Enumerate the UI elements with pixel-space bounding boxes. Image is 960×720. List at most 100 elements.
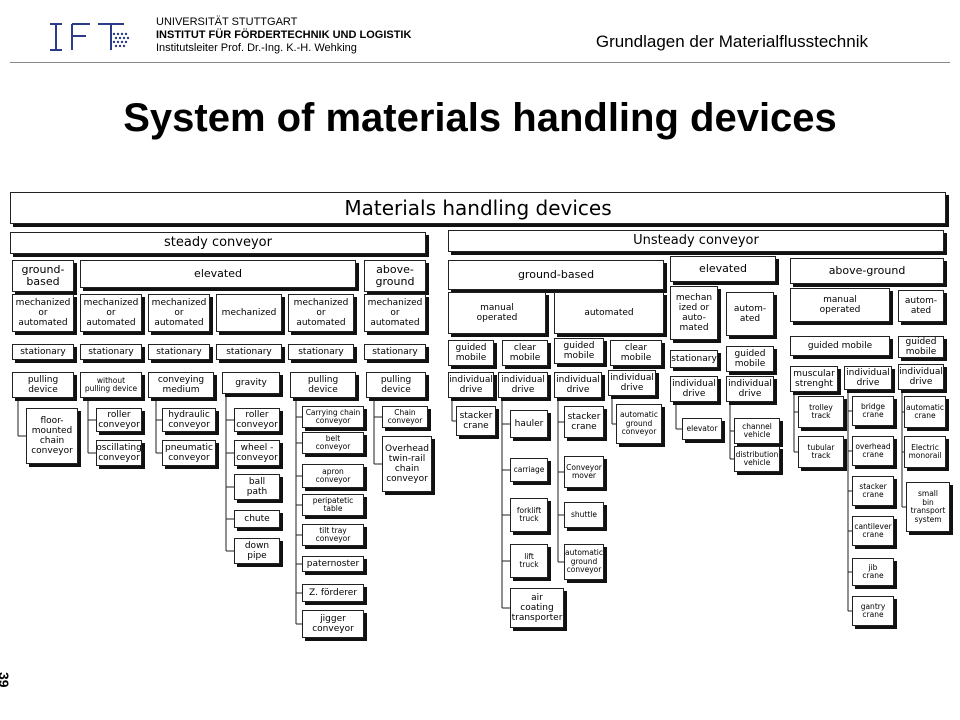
ue-r-1: distribution vehicle — [734, 446, 780, 472]
root-box: Materials handling devices — [10, 192, 946, 224]
stype-5: pulling device — [290, 372, 356, 398]
sd-3: mechanized or automated — [148, 294, 210, 332]
ug-mode-3: guided mobile — [554, 338, 604, 364]
ug-mode-4: clear mobile — [610, 340, 662, 366]
c5-4: tilt tray conveyor — [302, 524, 364, 546]
ue-guided: guided mobile — [726, 346, 774, 372]
ue-r-0: channel vehicle — [734, 418, 780, 444]
page-number: 39 — [0, 672, 12, 688]
st-5: stationary — [288, 344, 354, 360]
ua3-0: automatic crane — [904, 396, 946, 428]
sd-5: mechanized or automated — [288, 294, 354, 332]
stype-2: without pulling device — [80, 372, 142, 398]
ug-mode-2: clear mobile — [502, 340, 548, 366]
sg-above-ground: above- ground — [364, 260, 426, 292]
c5-0: Carrying chain conveyor — [302, 406, 364, 428]
ug-ind-3: individual drive — [554, 372, 602, 398]
st-1: stationary — [12, 344, 74, 360]
ua-manual: manual operated — [790, 288, 890, 322]
ug-group: ground-based — [448, 260, 664, 290]
ua3-1: Electric monorail — [904, 436, 946, 468]
c4-2: ball path — [234, 474, 280, 500]
c1-0: floor- mounted chain conveyor — [26, 408, 78, 464]
stype-3: conveying medium — [148, 372, 214, 398]
stype-1: pulling device — [12, 372, 74, 398]
ug4-0: automatic ground conveyor — [616, 404, 662, 444]
c2-0: roller conveyor — [96, 408, 142, 432]
sd-4: mechanized — [216, 294, 282, 332]
ue-group: elevated — [670, 256, 776, 282]
c5-6: Z. förderer — [302, 584, 364, 602]
ua-automated: autom- ated — [898, 290, 944, 322]
ue-l-0: elevator — [682, 418, 722, 440]
c5-2: apron conveyor — [302, 464, 364, 488]
ug2-1: carriage — [510, 458, 548, 482]
ift-logo — [44, 20, 136, 54]
ug2-0: hauler — [510, 410, 548, 438]
ug-mode-1: guided mobile — [448, 340, 494, 366]
st-2: stationary — [80, 344, 142, 360]
st-6: stationary — [364, 344, 426, 360]
c3-0: hydraulic conveyor — [162, 408, 216, 432]
c5-7: jigger conveyor — [302, 610, 364, 638]
ug-manual: manual operated — [448, 292, 546, 334]
ug3-3: automatic ground conveyor — [564, 544, 604, 580]
ue-ind-2: individual drive — [726, 376, 774, 402]
sg-ground-based: ground- based — [12, 260, 74, 292]
ua2-5: gantry crane — [852, 596, 894, 626]
ug-ind-4: individual drive — [608, 370, 656, 396]
classification-diagram: Materials handling devices steady conveyo… — [0, 186, 960, 646]
c5-3: peripatetic table — [302, 494, 364, 516]
institute-director: Institutsleiter Prof. Dr.-Ing. K.-H. Weh… — [156, 42, 357, 54]
c5-5: paternoster — [302, 556, 364, 572]
c6-1: Overhead twin-rail chain conveyor — [382, 436, 432, 492]
ua-guided-right: guided mobile — [898, 336, 944, 358]
ua-group: above-ground — [790, 258, 944, 284]
ug-ind-1: individual drive — [448, 372, 494, 398]
unsteady-conveyor-box: Unsteady conveyor — [448, 230, 944, 252]
sd-2: mechanized or automated — [80, 294, 142, 332]
ug3-0: stacker crane — [564, 406, 604, 438]
ug-ind-2: individual drive — [498, 372, 548, 398]
ua3-2: small bin transport system — [906, 482, 950, 532]
c6-0: Chain conveyor — [382, 406, 428, 428]
ua2-1: overhead crane — [852, 436, 894, 466]
ua-guided: guided mobile — [790, 336, 890, 356]
institute-name: INSTITUT FÜR FÖRDERTECHNIK UND LOGISTIK — [156, 29, 412, 41]
header-divider — [10, 62, 950, 63]
ug2-4: air coating transporter — [510, 588, 564, 628]
ug2-2: forklift truck — [510, 498, 548, 532]
ua2-2: stacker crane — [852, 476, 894, 506]
c5-1: belt conveyor — [302, 432, 364, 454]
page-title: System of materials handling devices — [123, 96, 837, 140]
ug3-1: Conveyor mover — [564, 456, 604, 488]
st-4: stationary — [216, 344, 282, 360]
stype-6: pulling device — [366, 372, 426, 398]
ua1-1: tubular track — [798, 436, 844, 468]
ua2-0: bridge crane — [852, 396, 894, 426]
sd-1: mechanized or automated — [12, 294, 74, 332]
c4-1: wheel - conveyor — [234, 440, 280, 466]
ua-ind-2: individual drive — [898, 364, 944, 390]
ua-muscular: muscular strenght — [790, 366, 838, 392]
ue-stationary: stationary — [670, 350, 718, 368]
ua2-4: jib crane — [852, 558, 894, 586]
ue-drive-left: mechan ized or auto- mated — [670, 286, 718, 340]
ua1-0: trolley track — [798, 396, 844, 428]
c3-1: pneumatic conveyor — [162, 440, 216, 466]
st-3: stationary — [148, 344, 210, 360]
ug2-3: lift truck — [510, 544, 548, 578]
ua-ind-1: individual drive — [844, 366, 892, 390]
steady-conveyor-box: steady conveyor — [10, 232, 426, 254]
course-name: Grundlagen der Materialflusstechnik — [595, 32, 868, 51]
university-name: UNIVERSITÄT STUTTGART — [156, 16, 298, 28]
institute-header: UNIVERSITÄT STUTTGART INSTITUT FÜR FÖRDE… — [156, 16, 411, 55]
ug-automated: automated — [554, 292, 664, 334]
ug3-2: shuttle — [564, 502, 604, 528]
ue-ind-1: individual drive — [670, 376, 718, 402]
ug1-0: stacker crane — [456, 406, 496, 436]
c4-3: chute — [234, 510, 280, 528]
sg-elevated: elevated — [80, 260, 356, 288]
c2-1: oscillating conveyor — [96, 440, 142, 466]
c4-0: roller conveyor — [234, 408, 280, 432]
